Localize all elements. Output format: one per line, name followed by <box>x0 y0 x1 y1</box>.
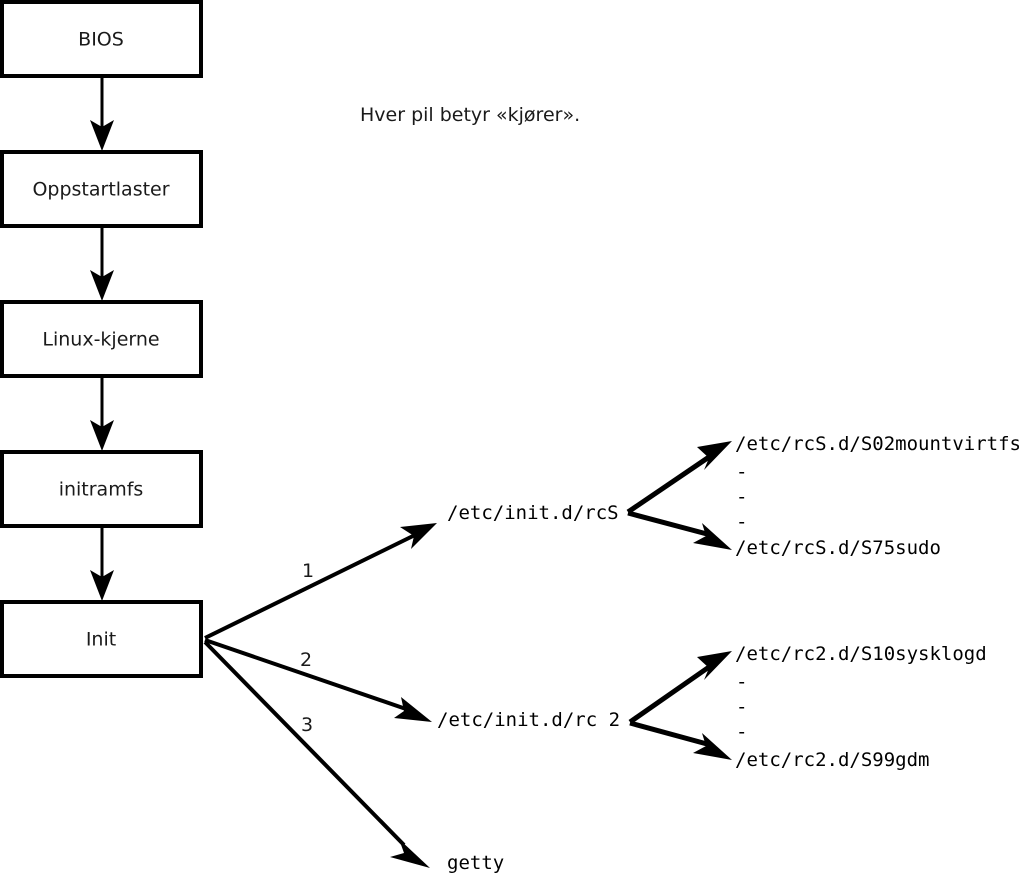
kernel-box-label: Linux-kjerne <box>42 329 159 351</box>
rc2-first-script-label: /etc/rc2.d/S10sysklogd <box>735 643 987 665</box>
branch-2-number: 2 <box>300 649 312 671</box>
rc2-ellipsis-dash-2: - <box>736 696 747 718</box>
stage-box-init: Init <box>0 600 203 678</box>
stage-box-bios: BIOS <box>0 0 203 78</box>
rcs-ellipsis-dash-3: - <box>736 511 747 533</box>
branch-1-target-label: /etc/init.d/rcS <box>447 502 619 524</box>
bios-box-rect <box>0 0 203 78</box>
branch-3-number: 3 <box>301 714 313 736</box>
initramfs-box-label: initramfs <box>59 479 144 501</box>
rcs-last-script-label: /etc/rcS.d/S75sudo <box>735 537 941 559</box>
rcs-subfan <box>626 441 732 550</box>
bios-box-label: BIOS <box>78 29 124 51</box>
branch-3-shaft <box>203 640 406 847</box>
rc2-last-arrow-head <box>693 733 732 760</box>
branch-1-shaft <box>204 533 416 640</box>
arrow-kernel-to-initramfs <box>90 376 114 451</box>
branch-1-arrow-head <box>400 523 437 549</box>
rcs-first-arrow-head <box>697 441 732 470</box>
init-branch-2: 2 <box>204 638 432 722</box>
rc2-ellipsis-dash-3: - <box>736 721 747 743</box>
stage-box-bootloader: Oppstartlaster <box>0 150 203 228</box>
rcs-last-arrow-head <box>693 523 732 550</box>
rc2-ellipsis-dash-1: - <box>736 671 747 693</box>
branch-2-target-label: /etc/init.d/rc 2 <box>437 709 620 731</box>
stage-box-initramfs: initramfs <box>0 450 203 528</box>
branch-3-arrow-head <box>390 839 430 868</box>
rc2-subfan <box>628 651 732 760</box>
arrow-head-triangle <box>90 270 114 301</box>
branch-1-number: 1 <box>302 560 314 582</box>
stage-box-kernel: Linux-kjerne <box>0 300 203 378</box>
rcs-first-script-label: /etc/rcS.d/S02mountvirtfs <box>735 433 1021 455</box>
rcs-ellipsis-dash-1: - <box>736 461 747 483</box>
bootloader-box-label: Oppstartlaster <box>32 179 169 201</box>
branch-2-arrow-head <box>394 697 432 722</box>
arrow-head-triangle <box>90 120 114 151</box>
arrow-bootloader-to-kernel <box>90 226 114 301</box>
init-box-label: Init <box>86 629 116 651</box>
branch-3-target-label: getty <box>447 852 504 874</box>
rc2-first-shaft <box>628 664 711 725</box>
initramfs-box-rect <box>0 450 203 528</box>
arrow-initramfs-to-init <box>90 526 114 601</box>
rcs-ellipsis-dash-2: - <box>736 486 747 508</box>
rcs-first-shaft <box>626 454 711 515</box>
init-branch-1: 1 <box>204 523 437 640</box>
rcs-last-shaft <box>627 510 708 537</box>
init-branch-3: 3 <box>203 640 430 868</box>
branch-2-shaft <box>204 638 407 711</box>
arrow-head-triangle <box>90 420 114 451</box>
arrow-bios-to-bootloader <box>90 76 114 151</box>
arrow-meaning-note: Hver pil betyr «kjører». <box>360 104 580 126</box>
init-box-rect <box>0 600 203 678</box>
rc2-last-shaft <box>629 720 708 747</box>
rc2-last-script-label: /etc/rc2.d/S99gdm <box>735 749 929 771</box>
rc2-first-arrow-head <box>697 651 732 680</box>
arrow-head-triangle <box>90 570 114 601</box>
